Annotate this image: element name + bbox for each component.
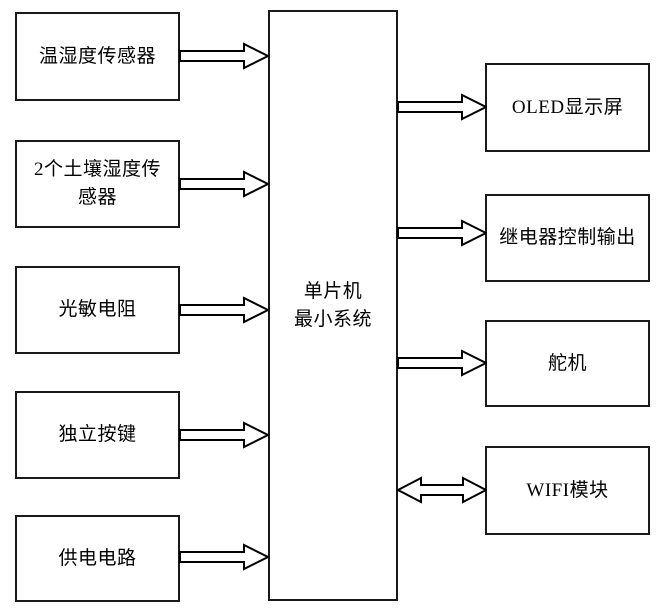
node-servo: 舵机 (485, 320, 650, 407)
arrow-mcu-to-relay-icon (397, 219, 487, 247)
node-mcu-minimal-system: 单片机 最小系统 (268, 10, 398, 601)
node-label: 2个土壤湿度传 感器 (33, 159, 161, 208)
node-label: 继电器控制输出 (499, 227, 636, 249)
arrow-soil-moisture-to-mcu-icon (179, 170, 269, 198)
arrow-mcu-to-servo-icon (397, 349, 487, 377)
arrow-photoresistor-to-mcu-icon (179, 296, 269, 324)
node-label: WIFI模块 (526, 479, 609, 501)
node-wifi-module: WIFI模块 (485, 446, 650, 535)
node-label: 光敏电阻 (58, 299, 137, 321)
node-power-supply-circuit: 供电电路 (15, 515, 180, 602)
node-soil-moisture-sensors: 2个土壤湿度传 感器 (15, 140, 180, 228)
arrow-power-to-mcu-icon (179, 543, 269, 571)
node-label: 供电电路 (58, 547, 137, 569)
node-label: 独立按键 (58, 424, 137, 446)
node-label: 舵机 (547, 352, 587, 374)
node-relay-control-output: 继电器控制输出 (485, 194, 650, 282)
node-independent-buttons: 独立按键 (15, 391, 180, 479)
node-label: 温湿度传感器 (38, 45, 156, 67)
node-label: OLED显示屏 (511, 96, 624, 118)
arrow-mcu-to-oled-icon (397, 93, 487, 121)
node-oled-display: OLED显示屏 (485, 63, 650, 152)
arrow-buttons-to-mcu-icon (179, 421, 269, 449)
arrow-temp-humidity-to-mcu-icon (179, 42, 269, 70)
node-label: 单片机 最小系统 (293, 280, 372, 330)
arrow-mcu-wifi-bidirectional-icon (397, 476, 487, 504)
node-temperature-humidity-sensor: 温湿度传感器 (15, 12, 180, 101)
node-photoresistor: 光敏电阻 (15, 266, 180, 354)
